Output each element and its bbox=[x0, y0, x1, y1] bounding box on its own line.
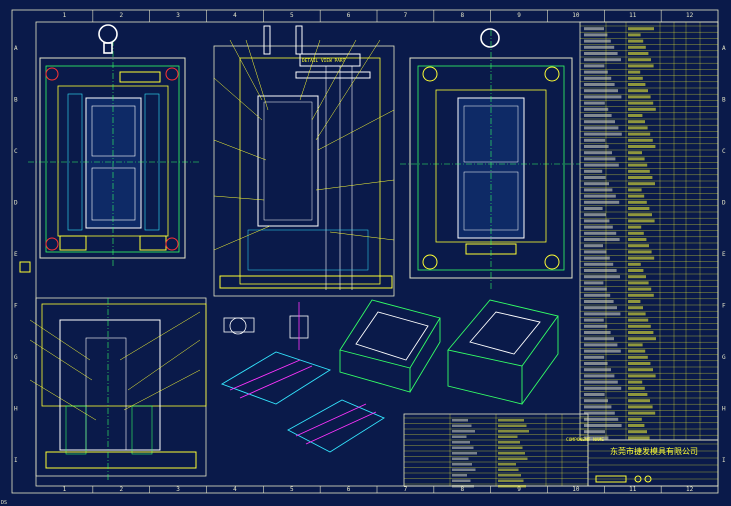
row-label: A bbox=[14, 45, 18, 52]
column-label: 1 bbox=[63, 12, 67, 19]
ejector-pin-icon bbox=[223, 302, 309, 350]
row-label: F bbox=[14, 303, 18, 310]
row-label: D bbox=[722, 199, 726, 206]
row-label: B bbox=[722, 96, 726, 103]
column-label: 1 bbox=[63, 486, 67, 493]
column-label: 12 bbox=[686, 486, 694, 493]
column-label: 7 bbox=[404, 486, 408, 493]
lifting-eye-icon bbox=[98, 24, 118, 54]
row-labels-right: A B C D E F G H I bbox=[722, 45, 726, 464]
row-label: H bbox=[14, 406, 18, 413]
column-label: 2 bbox=[119, 12, 123, 19]
column-label: 11 bbox=[629, 12, 637, 19]
row-label: I bbox=[14, 457, 18, 464]
section-view-middle: DETAIL VIEW PART bbox=[213, 25, 395, 297]
column-label: 9 bbox=[517, 486, 521, 493]
column-label: 12 bbox=[686, 12, 694, 19]
column-label: 5 bbox=[290, 12, 294, 19]
mold-3d-icon bbox=[220, 299, 559, 453]
column-label: 9 bbox=[517, 12, 521, 19]
lifting-eye-icon bbox=[480, 28, 500, 48]
row-label: B bbox=[14, 96, 18, 103]
column-label: 4 bbox=[233, 12, 237, 19]
row-label: E bbox=[722, 251, 726, 258]
row-label: A bbox=[722, 45, 726, 52]
row-label: H bbox=[722, 406, 726, 413]
side-section-view bbox=[29, 297, 207, 480]
column-label: 8 bbox=[460, 486, 464, 493]
column-label: 6 bbox=[347, 486, 351, 493]
column-label: 3 bbox=[176, 12, 180, 19]
row-label: E bbox=[14, 251, 18, 258]
row-label: C bbox=[722, 148, 726, 155]
column-label: 7 bbox=[404, 12, 408, 19]
column-label: 2 bbox=[119, 486, 123, 493]
row-label: D bbox=[14, 199, 18, 206]
row-label: G bbox=[14, 354, 18, 361]
bill-of-materials-table bbox=[579, 21, 719, 441]
column-label: 5 bbox=[290, 486, 294, 493]
plan-view-right bbox=[400, 28, 580, 290]
plan-view-left bbox=[19, 24, 200, 273]
column-label: 6 bbox=[347, 12, 351, 19]
company-name: 东莞市捷发模具有限公司 bbox=[610, 446, 698, 456]
section-view-title: DETAIL VIEW PART bbox=[302, 58, 346, 64]
column-label: 3 bbox=[176, 486, 180, 493]
corner-mark: DS bbox=[1, 500, 7, 506]
row-label: C bbox=[14, 148, 18, 155]
title-block: COMPONENT NAME 东莞市捷发模具有限公司 bbox=[403, 413, 719, 488]
row-label: F bbox=[722, 303, 726, 310]
row-label: G bbox=[722, 354, 726, 361]
row-labels-left: A B C D E F G H I bbox=[14, 45, 18, 464]
column-label: 11 bbox=[629, 486, 637, 493]
column-label: 4 bbox=[233, 486, 237, 493]
row-label: I bbox=[722, 457, 726, 464]
component-name-label: COMPONENT NAME bbox=[566, 437, 604, 443]
column-label: 10 bbox=[572, 486, 580, 493]
column-label: 8 bbox=[460, 12, 464, 19]
column-label: 10 bbox=[572, 12, 580, 19]
